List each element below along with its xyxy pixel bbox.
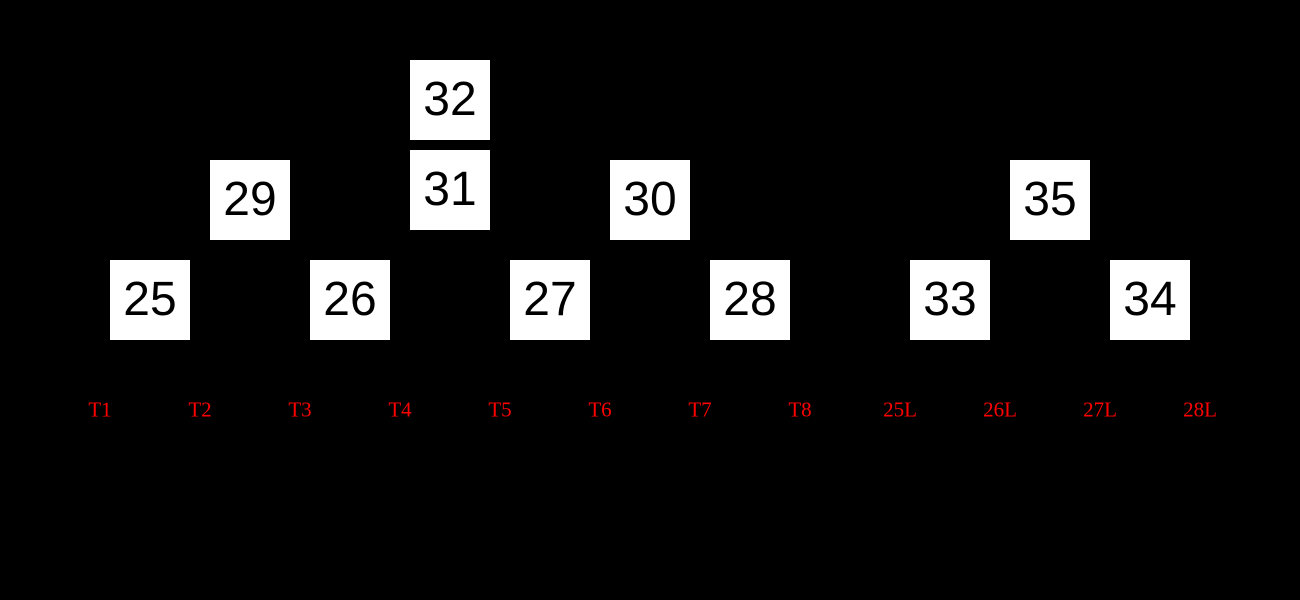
tree-node-26: 26 xyxy=(310,260,390,340)
leaf-label-T6: T6 xyxy=(588,397,612,422)
leaf-label-T3: T3 xyxy=(288,397,312,422)
tree-node-27: 27 xyxy=(510,260,590,340)
tree-node-29: 29 xyxy=(210,160,290,240)
leaf-label-T5: T5 xyxy=(488,397,512,422)
tree-node-35: 35 xyxy=(1010,160,1090,240)
leaf-label-26L: 26L xyxy=(983,397,1017,422)
leaf-label-25L: 25L xyxy=(883,397,917,422)
tree-node-25: 25 xyxy=(110,260,190,340)
leaf-label-T4: T4 xyxy=(388,397,412,422)
tree-node-32: 32 xyxy=(410,60,490,140)
leaf-label-28L: 28L xyxy=(1183,397,1217,422)
tree-node-28: 28 xyxy=(710,260,790,340)
leaf-label-27L: 27L xyxy=(1083,397,1117,422)
leaf-label-T8: T8 xyxy=(788,397,812,422)
tree-node-34: 34 xyxy=(1110,260,1190,340)
tree-node-33: 33 xyxy=(910,260,990,340)
leaf-label-T2: T2 xyxy=(188,397,212,422)
leaf-label-T7: T7 xyxy=(688,397,712,422)
leaf-label-T1: T1 xyxy=(88,397,112,422)
tree-node-30: 30 xyxy=(610,160,690,240)
tree-node-31: 31 xyxy=(410,150,490,230)
